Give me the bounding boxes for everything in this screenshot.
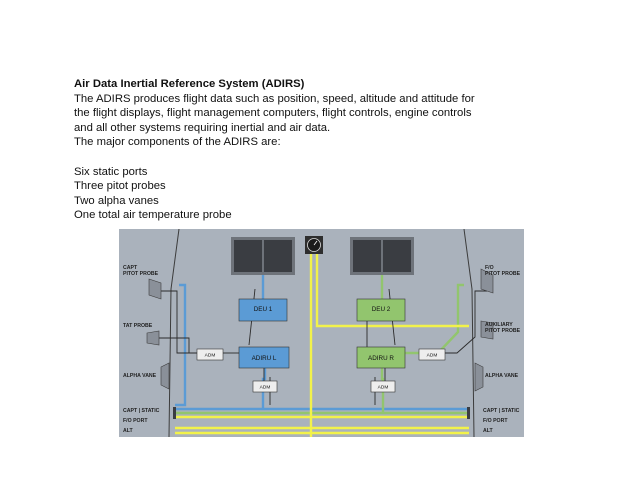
tat-probe-icon (146, 330, 160, 346)
static-port-markers (173, 407, 470, 419)
adirs-diagram-svg: DEU 1 DEU 2 ADIRU L ADIRU R ADM ADM ADM … (119, 229, 524, 437)
component-item: One total air temperature probe (74, 209, 232, 222)
adiru-r-box (356, 346, 406, 369)
paragraph-line: The major components of the ADIRS are: (74, 136, 281, 149)
left-alpha-vane-label: ALPHA VANE (123, 373, 157, 379)
adm-label: ADM (205, 353, 216, 359)
fo-label: F/O (485, 265, 494, 271)
paragraph-line: and all other systems requiring inertial… (74, 121, 331, 134)
right-alpha-vane-label: ALPHA VANE (485, 373, 519, 379)
capt-pitot-probe-icon (148, 278, 162, 300)
capt-display-screen-1 (234, 240, 262, 272)
right-alpha-vane-icon (474, 362, 484, 392)
auxiliary-label: AUXILIARY (485, 322, 513, 328)
adm-label: ADM (427, 353, 438, 359)
component-item: Three pitot probes (74, 180, 166, 193)
fuselage-right-outline (463, 229, 475, 437)
adiru-l-label: ADIRU L (252, 355, 277, 362)
deu2-label: DEU 2 (372, 306, 391, 313)
left-static-label: CAPT | STATIC (123, 408, 160, 414)
capt-pitot-probe-label: PITOT PROBE (123, 271, 159, 277)
adm-box-center-right (370, 380, 396, 393)
standby-instrument-needle (313, 240, 318, 246)
deu1-label: DEU 1 (254, 306, 273, 313)
fo-display-screen-2 (383, 240, 411, 272)
right-alt-label: ALT (483, 428, 494, 434)
adiru-r-label: ADIRU R (368, 355, 394, 362)
capt-display-screen-2 (264, 240, 292, 272)
fuselage-left-outline (168, 229, 180, 437)
adm-box-center-left (252, 380, 278, 393)
component-item: Six static ports (74, 165, 148, 178)
left-alt-label: ALT (123, 428, 134, 434)
left-fo-port-label: F/O PORT (123, 418, 148, 424)
spacer (74, 150, 514, 165)
deu1-box (238, 298, 288, 322)
blue-lines (175, 275, 469, 411)
adm-label: ADM (378, 385, 389, 391)
adirs-diagram: DEU 1 DEU 2 ADIRU L ADIRU R ADM ADM ADM … (119, 229, 524, 437)
tat-probe-label: TAT PROBE (123, 323, 153, 329)
left-alpha-vane-icon (160, 362, 170, 390)
adiru-l-box (238, 346, 290, 369)
fo-display-screen-1 (353, 240, 381, 272)
paragraph-line: the flight displays, flight management c… (74, 107, 472, 120)
aux-pitot-probe-icon (480, 320, 494, 340)
adm-box-right (418, 348, 446, 361)
fo-pitot-probe-icon (480, 268, 494, 294)
adm-box-left (196, 348, 224, 361)
component-item: Two alpha vanes (74, 194, 159, 207)
fo-pitot-probe-label: PITOT PROBE (485, 271, 521, 277)
adm-label: ADM (260, 385, 271, 391)
capt-label: CAPT (123, 265, 138, 271)
right-static-label: CAPT | STATIC (483, 408, 520, 414)
right-fo-port-label: F/O PORT (483, 418, 508, 424)
deu2-box (356, 298, 406, 322)
yellow-lines (175, 254, 469, 437)
text-block: Air Data Inertial Reference System (ADIR… (74, 77, 514, 223)
section-title: Air Data Inertial Reference System (ADIR… (74, 78, 305, 90)
green-lines (175, 275, 469, 415)
paragraph-line: The ADIRS produces flight data such as p… (74, 92, 475, 105)
aux-pitot-probe-label: PITOT PROBE (485, 328, 521, 334)
